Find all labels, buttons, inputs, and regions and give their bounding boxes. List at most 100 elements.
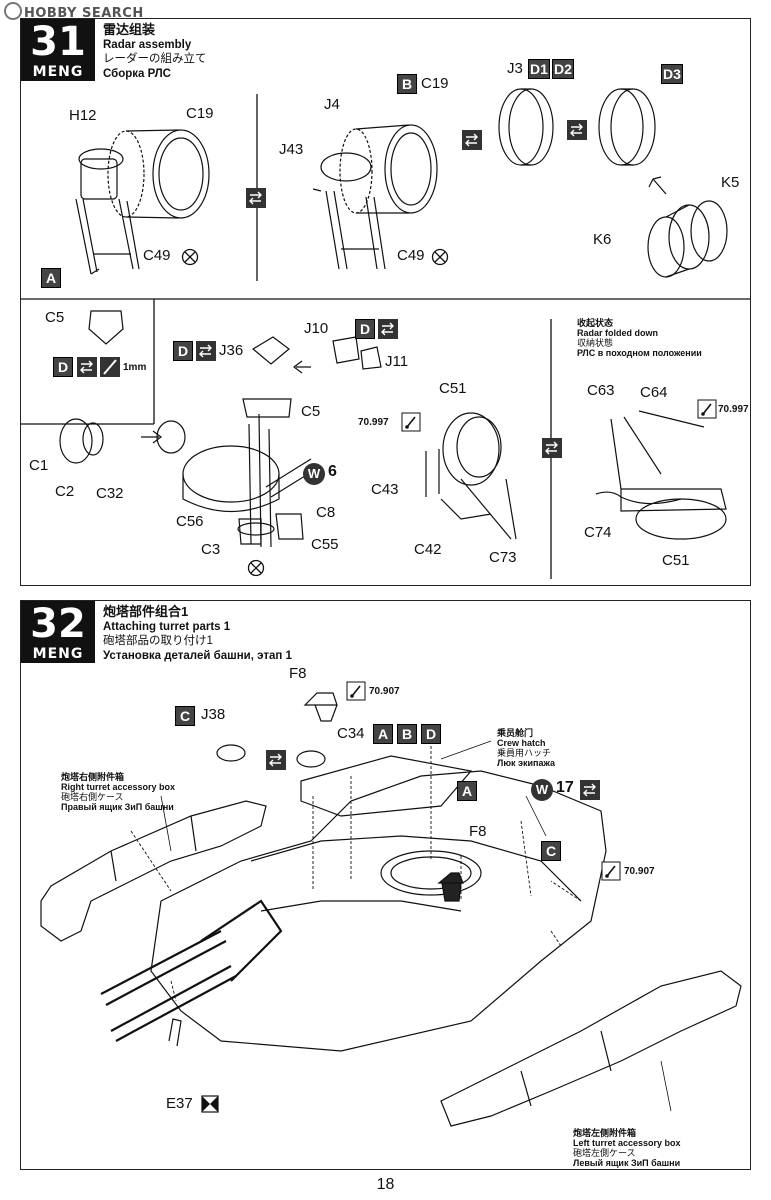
- step-number: 31: [30, 19, 86, 65]
- decal-w6-badge: W: [303, 463, 325, 485]
- label-c64: C64: [640, 384, 668, 401]
- title-en: Radar assembly: [103, 38, 192, 51]
- flip-arrow-icon: [266, 750, 286, 770]
- sprue-d-badge: D: [173, 341, 193, 361]
- flip-arrow-icon: [542, 438, 562, 458]
- brand-logo: MENG: [32, 64, 84, 80]
- radar-folded-assembly: [595, 410, 727, 540]
- step-32-badge: 32 MENG: [21, 601, 95, 663]
- hobbysearch-logo-icon: [4, 2, 22, 20]
- label-k5: K5: [721, 174, 740, 191]
- label-c49: C49: [397, 247, 425, 264]
- right-accessory-box: [40, 800, 267, 942]
- paint-brush-icon: [401, 412, 421, 432]
- label-c51: C51: [662, 552, 690, 569]
- sprue-a-badge: A: [41, 268, 61, 288]
- part-c34: [296, 750, 326, 768]
- title-jp: レーダーの組み立て: [103, 53, 207, 65]
- page-number: 18: [376, 1176, 395, 1193]
- title-ru: Установка деталей башни, этап 1: [103, 649, 292, 662]
- folded-note: 收起状态 Radar folded down 収納状態 РЛС в походн…: [577, 318, 702, 358]
- step-32-titles: 炮塔部件组合1 Attaching turret parts 1 砲塔部品の取り…: [103, 604, 292, 663]
- label-c55: C55: [311, 536, 339, 553]
- brand-logo: MENG: [32, 646, 84, 662]
- no-glue-icon: [431, 248, 449, 266]
- drill-size: 1mm: [123, 362, 147, 373]
- label-c74: C74: [584, 524, 612, 541]
- step-31-badge: 31 MENG: [21, 19, 95, 81]
- flip-arrow-icon: [378, 319, 398, 339]
- title-en: Attaching turret parts 1: [103, 620, 231, 633]
- sprue-d-badge: D: [421, 724, 441, 744]
- part-f8-turret: [437, 872, 464, 902]
- sprue-d3-badge: D3: [661, 64, 683, 84]
- paint-brush-icon: [697, 399, 717, 419]
- assembly-arrow: [648, 176, 667, 195]
- part-j10-j11: [332, 336, 382, 370]
- flip-arrow-icon: [77, 357, 97, 377]
- label-c42: C42: [414, 541, 442, 558]
- crew-hatch-note: 乘员舱门 Crew hatch 乗員用ハッチ Люк экипажа: [497, 728, 555, 768]
- sprue-d-badge: D: [53, 357, 73, 377]
- label-f8: F8: [289, 665, 307, 682]
- label-c19: C19: [186, 105, 214, 122]
- step-number: 32: [30, 601, 86, 647]
- radar-assembly-a: [75, 129, 210, 275]
- flip-arrow-icon: [196, 341, 216, 361]
- no-glue-icon: [181, 248, 199, 266]
- flip-arrow-icon: [462, 130, 482, 150]
- flip-arrow-icon: [580, 780, 600, 800]
- label-c19: C19: [421, 75, 449, 92]
- part-e37: [168, 1018, 182, 1047]
- watermark: HOBBY SEARCH: [4, 2, 144, 21]
- label-c34: C34: [337, 725, 365, 742]
- left-accessory-box: [440, 970, 742, 1127]
- label-c43: C43: [371, 481, 399, 498]
- right-box-note: 炮塔右侧附件箱 Right turret accessory box 砲塔右側ケ…: [61, 772, 176, 812]
- label-c2: C2: [55, 483, 75, 500]
- sprue-c-badge: C: [541, 841, 561, 861]
- label-j4: J4: [324, 96, 340, 113]
- part-c5-detail: [88, 310, 124, 345]
- sprue-b-badge: B: [397, 724, 417, 744]
- step-32-drawing: [40, 692, 742, 1127]
- paint-code: 70.907: [369, 686, 400, 697]
- decal-number: 17: [556, 779, 574, 796]
- label-f8: F8: [469, 823, 487, 840]
- paint-code: 70.997: [718, 404, 749, 415]
- label-j10: J10: [304, 320, 329, 337]
- turret-body: [150, 770, 607, 1052]
- twin-guns: [100, 899, 283, 1042]
- label-e37: E37: [166, 1095, 193, 1112]
- sprue-d1-badge: D1: [528, 59, 550, 79]
- label-c63: C63: [587, 382, 615, 399]
- insert-arrow: [293, 360, 311, 374]
- paint-brush-icon: [601, 861, 621, 881]
- label-c5: C5: [45, 309, 65, 326]
- step-31-drawing: [21, 88, 750, 579]
- part-f8-top: [303, 692, 338, 722]
- label-c8: C8: [316, 504, 336, 521]
- paint-code: 70.907: [624, 866, 655, 877]
- cut-part-icon: [201, 1095, 219, 1113]
- label-c32: C32: [96, 485, 124, 502]
- label-j11: J11: [385, 353, 409, 370]
- radar-assembly-b: [312, 124, 438, 270]
- label-c51: C51: [439, 380, 467, 397]
- label-h12: H12: [69, 107, 97, 124]
- sprue-a-badge: A: [457, 781, 477, 801]
- flip-arrow-icon: [567, 120, 587, 140]
- label-k6: K6: [593, 231, 612, 248]
- radar-raised-assembly: [425, 412, 517, 540]
- title-cn: 雷达组装: [103, 22, 156, 37]
- title-jp: 砲塔部品の取り付け1: [103, 635, 213, 647]
- label-j43: J43: [279, 141, 304, 158]
- part-j38: [216, 744, 246, 762]
- paint-code: 70.997: [358, 417, 389, 428]
- drill-icon: [100, 357, 120, 377]
- left-box-note: 炮塔左侧附件箱 Left turret accessory box 砲塔左側ケー…: [573, 1128, 681, 1168]
- sprue-b-badge: B: [397, 74, 417, 94]
- step-31-titles: 雷达组装 Radar assembly レーダーの組み立て Сборка РЛС: [103, 22, 207, 81]
- label-c56: C56: [176, 513, 204, 530]
- label-c3: C3: [201, 541, 221, 558]
